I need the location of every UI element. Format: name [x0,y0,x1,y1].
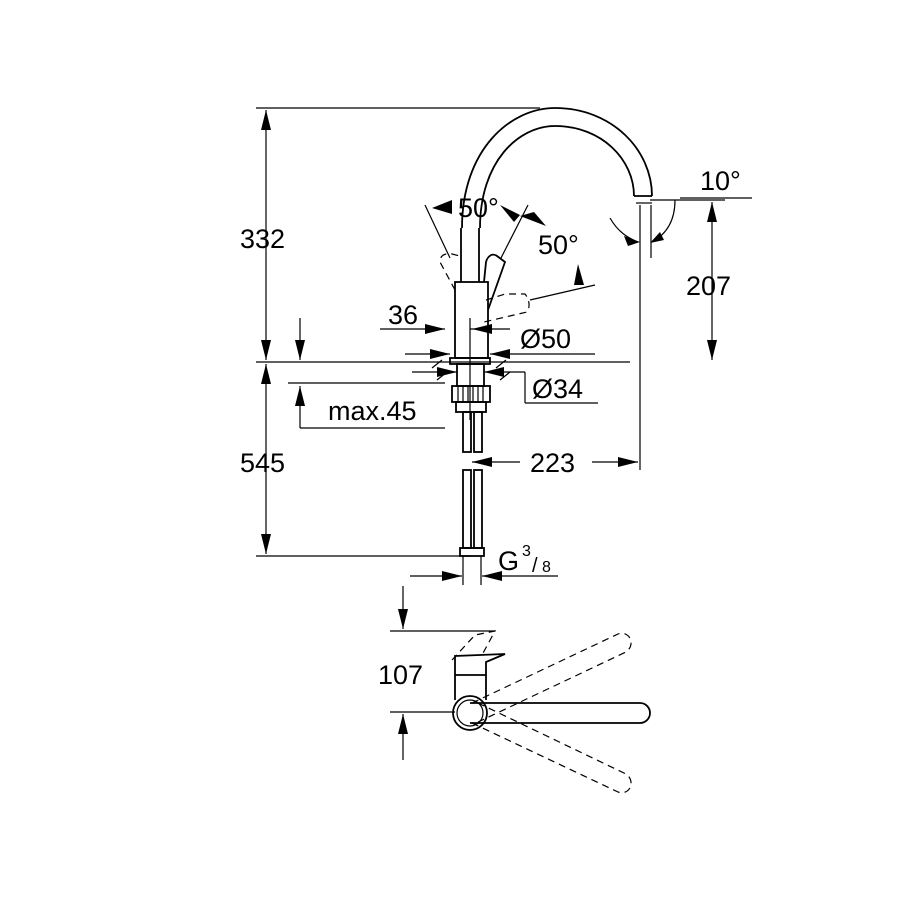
lever-angle-dims: 50° 50° [424,193,596,301]
extension-lines [256,107,752,557]
dim-545-label: 545 [240,448,285,478]
dim-107-label: 107 [378,660,423,690]
connection-thread-dim: G 3 / 8 [410,543,558,581]
nut-ridges [457,386,484,402]
dim-10deg-label: 10° [700,166,741,196]
dimension-545: 545 [240,364,285,554]
thread-den-label: 8 [542,559,551,576]
dim-max45-label: max.45 [328,396,417,426]
angle-50-right-label: 50° [538,230,579,260]
dim-36-label: 36 [388,300,418,330]
angle-50-left-label: 50° [458,193,499,223]
dim-d34-label: Ø34 [532,374,583,404]
thread-num-label: 3 [522,543,531,560]
dimension-max45: max.45 [295,318,445,429]
dimension-332: 332 [240,110,285,360]
dimension-223: 223 [472,448,638,478]
dim-223-label: 223 [530,448,575,478]
faucet-body [431,228,530,420]
dim-207-label: 207 [686,271,731,301]
thread-slash: / [532,555,538,577]
supply-hoses [459,411,485,585]
top-view: 107 [378,586,651,794]
thread-g-label: G [498,546,519,576]
diameter-dims: 36 Ø50 Ø34 [380,300,598,404]
dimension-207: 207 10° [609,166,741,360]
dim-332-label: 332 [240,224,285,254]
spout [461,107,653,258]
dim-d50-label: Ø50 [520,324,571,354]
